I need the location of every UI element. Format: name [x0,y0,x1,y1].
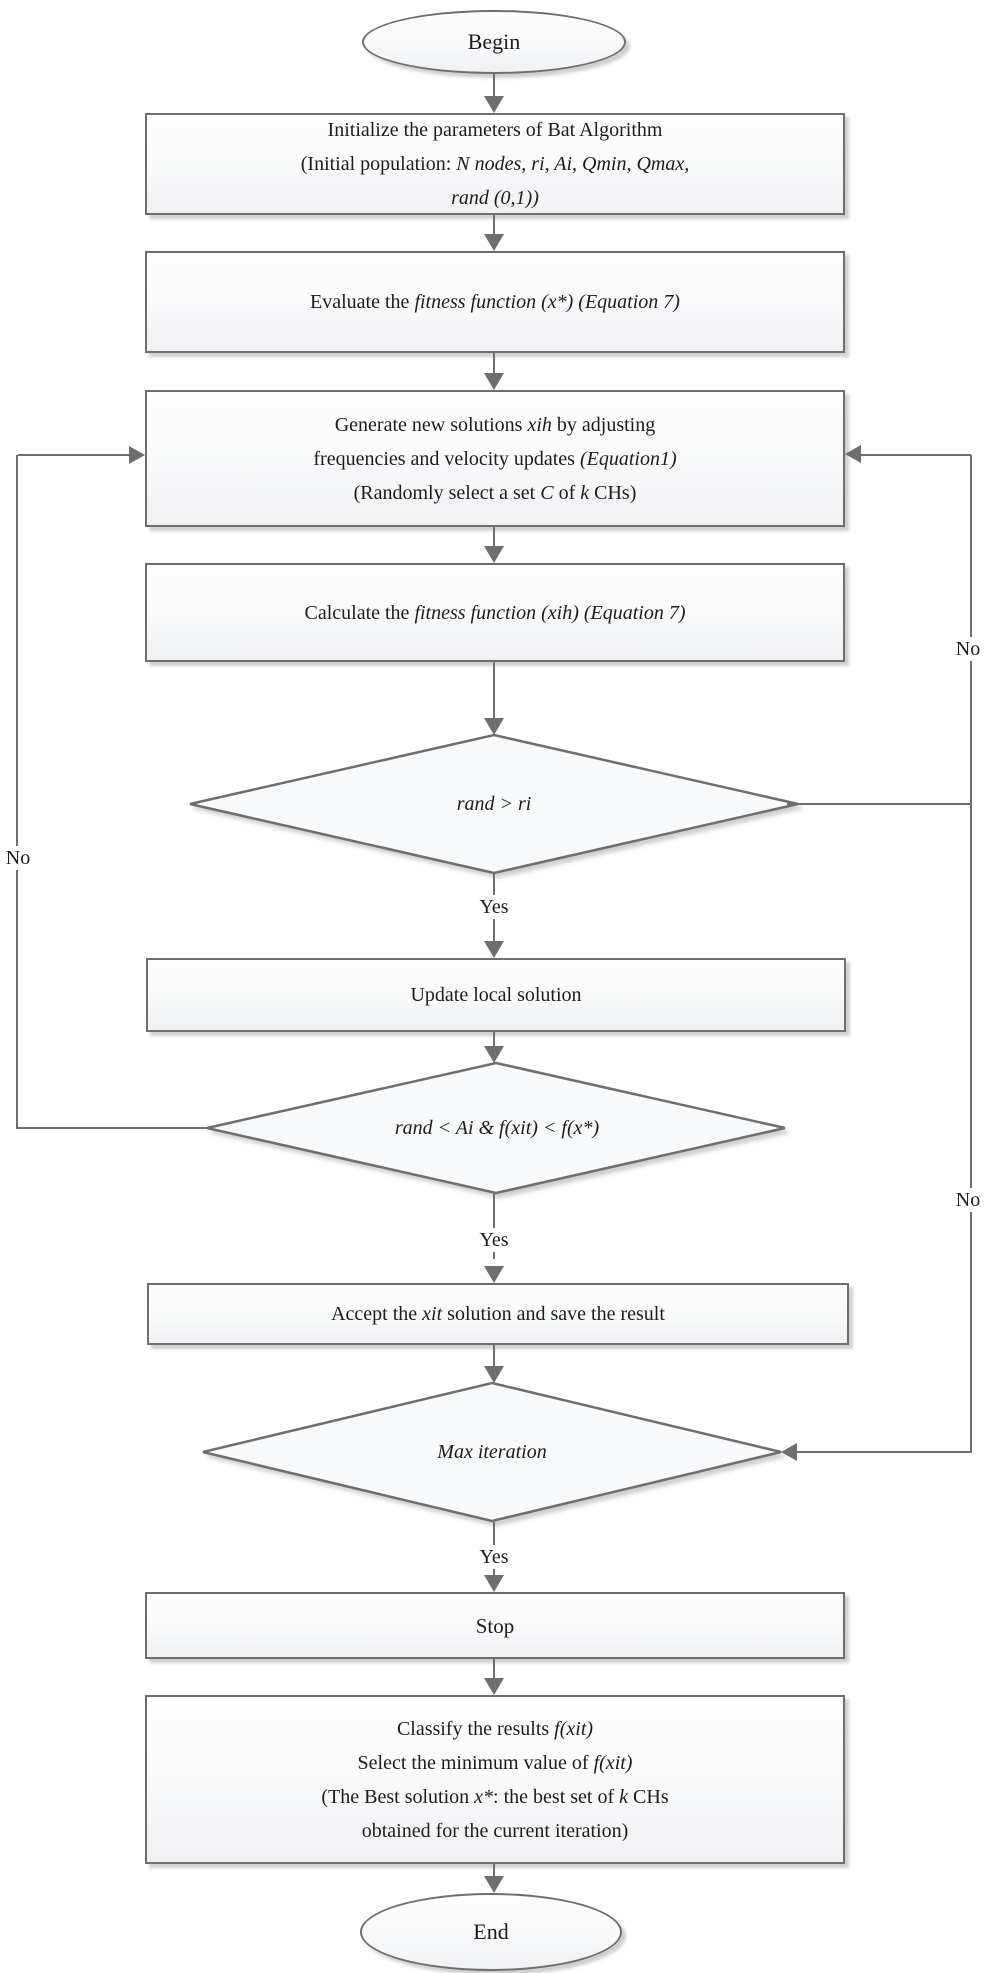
text-segment: fitness function (x*) (Equation 7) [414,291,680,313]
arrowhead-into-accept-box [484,1266,504,1283]
arrowhead-into-update-box [484,941,504,958]
text-segment: f(xit) [593,1751,633,1774]
text-segment: Evaluate the [310,291,415,313]
connector-decision2-yes [493,1194,495,1259]
text-segment: rand (0,1)) [451,187,539,209]
text-segment: N nodes, ri, Ai, Qmin, Qmax, [456,153,690,175]
text-segment: f(xit) [554,1717,594,1740]
text-segment: CHs) [589,481,637,504]
connector-update-decision2 [493,1032,495,1047]
text-segment: C [540,481,554,504]
accept-solution-box: Accept the xit solution and save the res… [147,1283,849,1345]
end-label: End [473,1919,509,1944]
left-loop-into-generate [18,454,129,456]
text-segment: Accept the [331,1303,423,1325]
connector-begin-init [493,74,495,97]
text-segment: Initialize the parameters of Bat Algorit… [327,119,663,141]
connector-calculate-decision1 [493,662,495,719]
text-segment: by adjusting [551,413,656,436]
text-segment: k [580,481,590,504]
arrowhead-into-end-terminal [484,1876,504,1893]
text-segment: of [553,481,581,504]
max-iteration-decision-label: Max iteration [437,1441,547,1463]
begin-terminal: Begin [362,10,626,74]
text-segment: Classify the results [396,1717,555,1740]
update-local-solution-box: Update local solution [146,958,846,1032]
arrowhead-left-loop-into-generate-box [129,446,145,464]
connector-stop-classify [493,1659,495,1679]
text-segment: solution and save the result [442,1303,665,1325]
arrowhead-into-calculate-box [484,546,504,563]
classify-results-box: Classify the results f(xit) Select the m… [145,1695,845,1864]
arrowhead-into-decision3-right [781,1443,797,1461]
arrowhead-right-loop-into-generate-box [845,445,861,463]
right-loop-into-generate [861,454,971,456]
rand-lt-ai-decision-label: rand < Ai & f(xit) < f(x*) [394,1117,600,1139]
text-segment: Stop [475,1613,515,1638]
text-segment: Select the minimum value of [357,1751,594,1774]
text-segment: Generate new solutions [334,413,528,436]
connector-classify-end [493,1864,495,1877]
text-segment: frequencies and velocity updates [313,447,580,470]
text-segment: fitness function (xih) (Equation 7) [414,601,686,624]
text-segment: k [619,1785,629,1808]
connector-decision1-no-exit [787,803,972,805]
text-segment: (Randomly select a set [353,481,541,504]
right-loop-line [970,455,972,1453]
yes-label-3: Yes [476,1545,512,1569]
initialize-parameters-box: Initialize the parameters of Bat Algorit… [145,113,845,215]
text-segment: Calculate the [304,601,415,624]
arrowhead-into-decision1 [484,718,504,735]
text-segment: xih [527,413,552,436]
generate-solutions-box: Generate new solutions xih by adjusting … [145,390,845,527]
text-segment: obtained for the current iteration) [361,1819,629,1842]
arrowhead-into-classify-box [484,1678,504,1695]
arrowhead-into-evaluate-box [484,234,504,251]
no-label-right-upper: No [952,637,984,661]
end-terminal: End [360,1893,622,1971]
evaluate-fitness-box: Evaluate the fitness function (x*) (Equa… [145,251,845,353]
text-segment: xit [422,1303,443,1325]
connector-generate-calculate [493,527,495,547]
rand-gt-ri-decision-label: rand > ri [456,793,532,815]
connector-evaluate-generate [493,353,495,374]
connector-accept-decision3 [493,1345,495,1367]
yes-label-1: Yes [476,895,512,919]
text-segment: Update local solution [410,984,582,1006]
text-segment: (Initial population: [300,153,457,175]
arrowhead-into-stop-box [484,1575,504,1592]
left-loop-line [16,455,18,1129]
text-segment: : the best set of [493,1785,620,1808]
calculate-fitness-box: Calculate the fitness function (xih) (Eq… [145,563,845,662]
connector-init-evaluate [493,215,495,236]
arrowhead-into-generate-box [484,373,504,390]
arrowhead-into-decision3 [484,1366,504,1383]
text-segment: x* [474,1785,494,1808]
right-loop-into-decision3 [797,1451,971,1453]
rand-lt-ai-decision [206,1061,786,1195]
max-iteration-decision [202,1381,782,1523]
no-label-right-lower: No [952,1188,984,1212]
yes-label-2: Yes [476,1228,512,1252]
arrowhead-into-init-box [484,96,504,113]
no-label-left: No [2,846,34,870]
connector-decision2-no-exit [17,1127,208,1129]
arrowhead-into-decision2 [484,1046,504,1063]
text-segment: (Equation1) [579,447,677,470]
text-segment: (The Best solution [321,1785,475,1808]
text-segment: CHs [628,1785,669,1808]
begin-label: Begin [467,29,521,54]
stop-box: Stop [145,1592,845,1659]
